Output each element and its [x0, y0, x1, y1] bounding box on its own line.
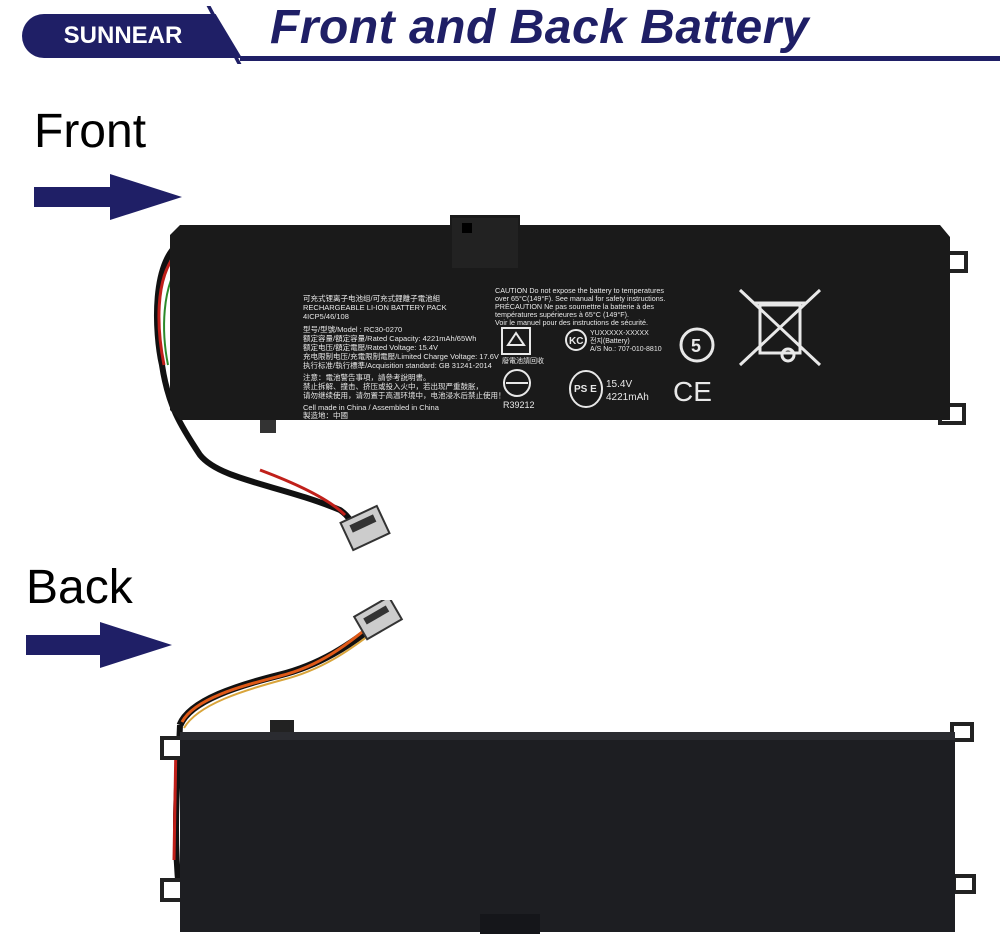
front-battery-image: 可充式锂离子电池组/可充式鋰離子電池組 RECHARGEABLE LI-ION …	[153, 215, 968, 552]
caution-line-3: PRÉCAUTION Ne pas soumettre la batterie …	[495, 302, 654, 311]
recycle-caption: 廢電池請回收	[502, 356, 544, 365]
bsmi-code: R39212	[503, 400, 535, 410]
header-underline	[240, 56, 1000, 61]
page-title: Front and Back Battery	[270, 1, 810, 54]
kc-line-2: 전지(Battery)	[590, 336, 630, 345]
battery-cn-title: 可充式锂离子电池组/可充式鋰離子電池組	[303, 293, 441, 303]
battery-made-in: Cell made in China / Assembled in China	[303, 403, 440, 412]
svg-text:KC: KC	[569, 336, 583, 347]
svg-text:5: 5	[691, 336, 701, 356]
bsmi-mark-icon	[503, 369, 531, 397]
battery-made-in-cn: 製造地：中國	[303, 410, 348, 420]
kc-mark-icon: KC	[565, 329, 587, 351]
pse-voltage: 15.4V	[606, 379, 632, 390]
battery-pack-line: RECHARGEABLE LI-ION BATTERY PACK	[303, 303, 447, 312]
battery-model: 型号/型號/Model : RC30-0270	[303, 324, 402, 334]
brand-name: SUNNEAR	[63, 22, 183, 49]
caution-line-5: Voir le manuel pour des instructions de …	[495, 318, 648, 327]
battery-voltage: 额定电压/額定電壓/Rated Voltage: 15.4V	[303, 342, 438, 352]
back-arrow-icon	[26, 622, 172, 668]
weee-bin-icon	[738, 288, 822, 367]
header: SUNNEAR Front and Back Battery	[0, 0, 1000, 70]
recycle-icon	[501, 327, 531, 355]
kc-line-1: YUXXXXX-XXXXX	[590, 330, 649, 337]
battery-standard: 执行标准/執行標準/Acquisition standard: GB 31241…	[303, 360, 492, 370]
battery-notice-3: 请勿继续使用，请勿置于高温环境中，电池浸水后禁止使用！	[303, 390, 506, 400]
front-label: Front	[34, 105, 147, 158]
pse-capacity: 4221mAh	[606, 392, 649, 403]
battery-capacity: 额定容量/額定容量/Rated Capacity: 4221mAh/65Wh	[303, 333, 476, 343]
caution-line-1: CAUTION Do not expose the battery to tem…	[495, 286, 664, 295]
back-label: Back	[26, 561, 133, 614]
back-battery-image	[160, 600, 976, 934]
battery-charge-voltage: 充电限制电压/充電限制電壓/Limited Charge Voltage: 17…	[303, 351, 499, 361]
front-arrow-icon	[34, 174, 182, 220]
caution-line-2: over 65°C(149°F). See manual for safety …	[495, 294, 665, 303]
caution-line-4: températures supérieures à 65°C (149°F).	[495, 310, 629, 319]
svg-text:PS E: PS E	[574, 384, 597, 395]
ce-mark: CE	[673, 376, 712, 407]
pse-mark-icon: PS E	[569, 370, 603, 408]
brand-badge: SUNNEAR	[22, 14, 242, 58]
battery-cell-config: 4ICP5/46/108	[303, 312, 349, 321]
battery-notice-2: 禁止拆解、撞击、挤压或投入火中，若出现严重鼓胀，	[303, 381, 483, 391]
kc-line-3: A/S No.: 707-010-8810	[590, 346, 662, 353]
battery-notice-1: 注意：電池警告事項，請參考說明書。	[303, 372, 431, 382]
epa-5-icon: 5	[679, 327, 715, 363]
